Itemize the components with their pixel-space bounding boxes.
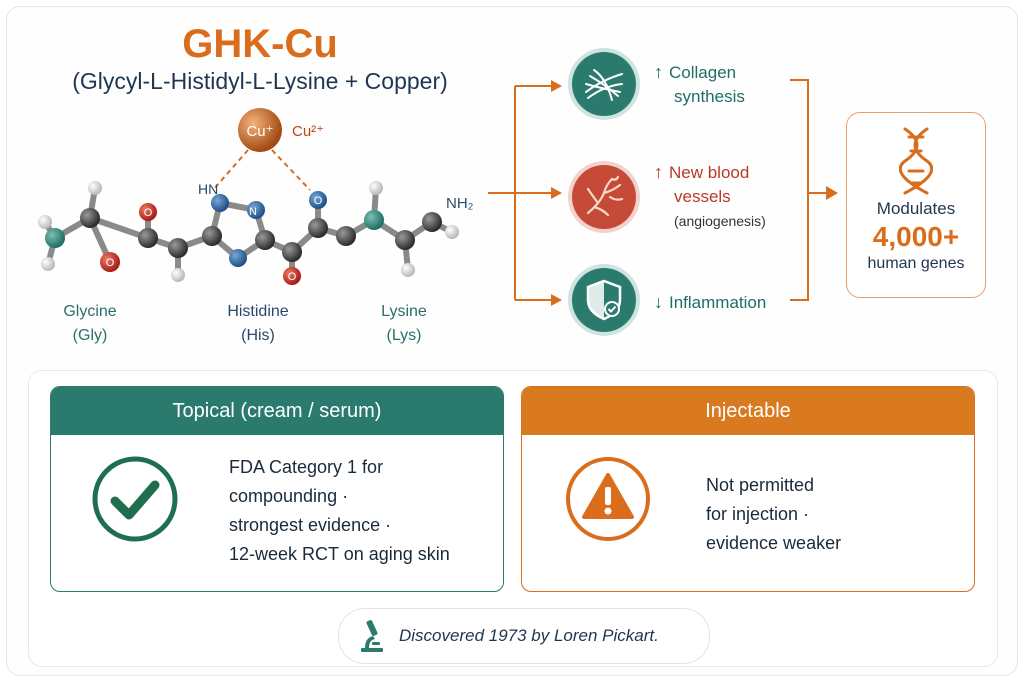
injectable-card-body: Not permitted for injection · evidence w… [706, 475, 842, 553]
decrease-arrow-icon: ↓ [654, 291, 663, 312]
injectable-card-title: Injectable [522, 387, 974, 435]
injectable-card: Injectable Not permitted for injection ·… [521, 386, 975, 592]
genes-box: Modulates 4,000+ human genes [846, 112, 986, 298]
residue-glycine: Glycine(Gly) [63, 303, 117, 344]
page-title: GHK-Cu [182, 22, 338, 66]
benefit-collagen: ↑Collagen synthesis [572, 52, 745, 116]
o-label-lys: O [314, 195, 323, 207]
nh2-label: NH₂ [446, 195, 474, 212]
microscope-icon [361, 620, 383, 652]
checkmark-circle-icon [92, 456, 178, 542]
footer-note: Discovered 1973 by Loren Pickart. [338, 608, 710, 664]
hn-label: HN [198, 181, 218, 197]
increase-arrow-icon: ↑ [654, 61, 663, 82]
residue-histidine: Histidine(His) [227, 303, 289, 344]
increase-arrow-icon: ↑ [654, 162, 663, 182]
genes-count: 4,000+ [872, 221, 960, 252]
n-label: N [249, 206, 257, 218]
page-subtitle: (Glycyl-L-Histidyl-L-Lysine + Copper) [72, 68, 448, 94]
blood-vessel-icon [572, 164, 636, 229]
o-label-top: O [144, 207, 153, 219]
copper-charge-label: Cu²⁺ [292, 123, 324, 140]
benefit-blood-vessels: ↑New blood vessels (angiogenesis) [572, 160, 766, 233]
o-label-bottom: O [106, 257, 115, 269]
o-label-his: O [288, 271, 297, 283]
copper-ion-label: Cu⁺ [246, 123, 273, 140]
copper-ion [238, 108, 282, 152]
genes-human-label: human genes [867, 255, 965, 272]
benefit-inflammation: ↓Inflammation [572, 268, 766, 332]
topical-card: Topical (cream / serum) FDA Category 1 f… [50, 386, 504, 592]
topical-card-title: Topical (cream / serum) [51, 387, 503, 435]
residue-lysine: Lysine(Lys) [381, 303, 427, 344]
collagen-fibers-icon [572, 52, 636, 116]
topical-card-body: FDA Category 1 for compounding · stronge… [229, 457, 450, 564]
warning-triangle-icon [566, 457, 650, 541]
footer-text: Discovered 1973 by Loren Pickart. [399, 626, 659, 645]
genes-modulates-label: Modulates [876, 199, 956, 218]
shield-check-icon [572, 268, 636, 332]
dna-icon [899, 127, 933, 195]
